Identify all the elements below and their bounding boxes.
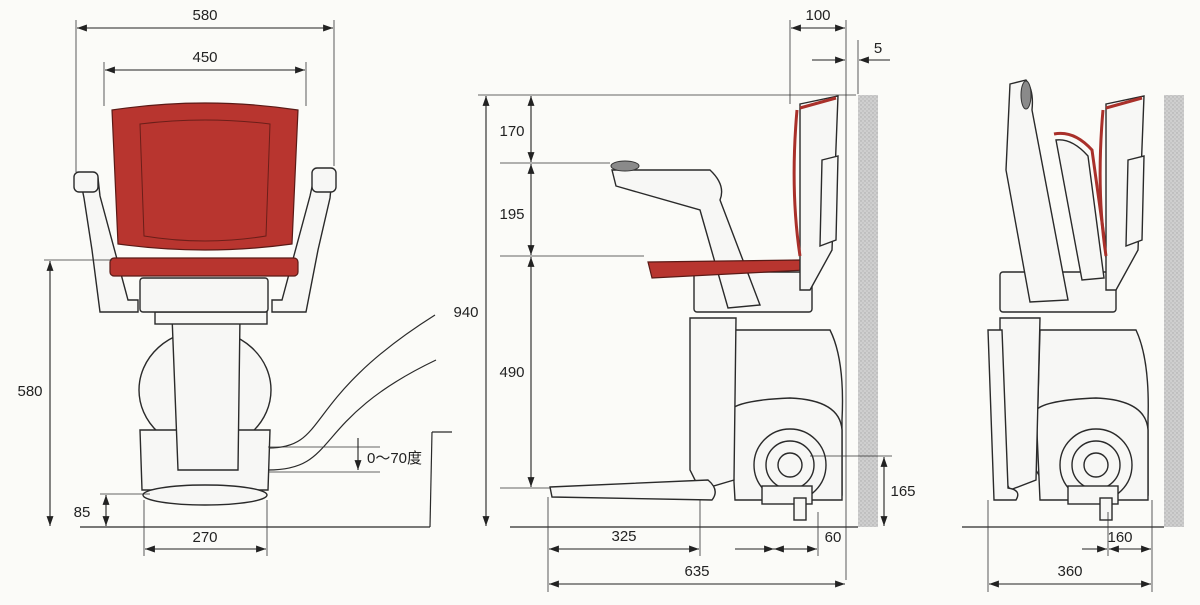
side-rail-bolt bbox=[793, 497, 807, 521]
front-seat-base bbox=[139, 277, 269, 313]
side-armrest bbox=[611, 169, 761, 309]
front-back-width-label: 450 bbox=[192, 49, 217, 66]
front-rail-angle-label: 0～70度 bbox=[367, 450, 422, 467]
folded-drive-wheel-hub bbox=[1083, 452, 1109, 478]
folded-seat-edge bbox=[1053, 131, 1112, 281]
side-armrest-joystick bbox=[610, 160, 640, 172]
side-back-height-label: 170 bbox=[499, 123, 524, 140]
stair-step-line bbox=[429, 431, 433, 528]
side-view: 100 5 940 170 195 490 165 325 60 bbox=[453, 7, 916, 592]
rail-lower-line bbox=[267, 359, 437, 471]
front-column bbox=[171, 315, 241, 471]
rail-upper-line bbox=[267, 314, 436, 449]
side-wall bbox=[858, 95, 878, 527]
side-rail-offset-label: 60 bbox=[825, 529, 842, 546]
front-left-armrest bbox=[79, 177, 139, 313]
side-backrest-panel bbox=[819, 155, 839, 248]
side-total-depth-label: 635 bbox=[684, 563, 709, 580]
front-backrest-panel bbox=[139, 119, 271, 242]
side-wall-gap-label: 5 bbox=[874, 40, 882, 57]
folded-armrest bbox=[1005, 79, 1069, 303]
side-rail-height-label: 165 bbox=[890, 483, 915, 500]
side-footrest bbox=[549, 479, 716, 501]
front-seat-cushion bbox=[109, 257, 299, 277]
side-seat-to-footrest-label: 490 bbox=[499, 364, 524, 381]
folded-armrest-joystick bbox=[1020, 80, 1032, 110]
side-column bbox=[689, 317, 737, 491]
front-seat-height-label: 580 bbox=[17, 383, 42, 400]
folded-view: 160 360 bbox=[962, 79, 1184, 592]
folded-wall bbox=[1164, 95, 1184, 527]
side-drive-wheel-hub bbox=[777, 452, 803, 478]
side-total-height-label: 940 bbox=[453, 304, 478, 321]
front-overall-width-label: 580 bbox=[192, 7, 217, 24]
front-footrest-height-label: 85 bbox=[74, 504, 91, 521]
side-backrest-top bbox=[799, 96, 837, 110]
folded-backrest-edge bbox=[1098, 109, 1108, 257]
front-swivel-plate bbox=[154, 311, 268, 325]
folded-backrest-top bbox=[1105, 96, 1143, 110]
front-view: 580 450 580 85 270 0～70度 bbox=[17, 7, 452, 556]
side-armrest-gap-label: 195 bbox=[499, 206, 524, 223]
side-top-offset-label: 100 bbox=[805, 7, 830, 24]
front-right-armrest-control bbox=[311, 167, 337, 193]
folded-rail-bolt bbox=[1099, 497, 1113, 521]
front-footrest bbox=[142, 484, 268, 506]
folded-backrest-panel bbox=[1125, 155, 1145, 248]
folded-rail-offset-label: 160 bbox=[1107, 529, 1132, 546]
front-backrest bbox=[111, 102, 299, 251]
folded-depth-label: 360 bbox=[1057, 563, 1082, 580]
side-backrest-edge bbox=[792, 109, 802, 257]
folded-seat bbox=[1055, 139, 1105, 281]
side-footrest-depth-label: 325 bbox=[611, 528, 636, 545]
front-left-armrest-control bbox=[73, 171, 99, 193]
front-footrest-width-label: 270 bbox=[192, 529, 217, 546]
folded-footrest bbox=[987, 329, 1019, 501]
